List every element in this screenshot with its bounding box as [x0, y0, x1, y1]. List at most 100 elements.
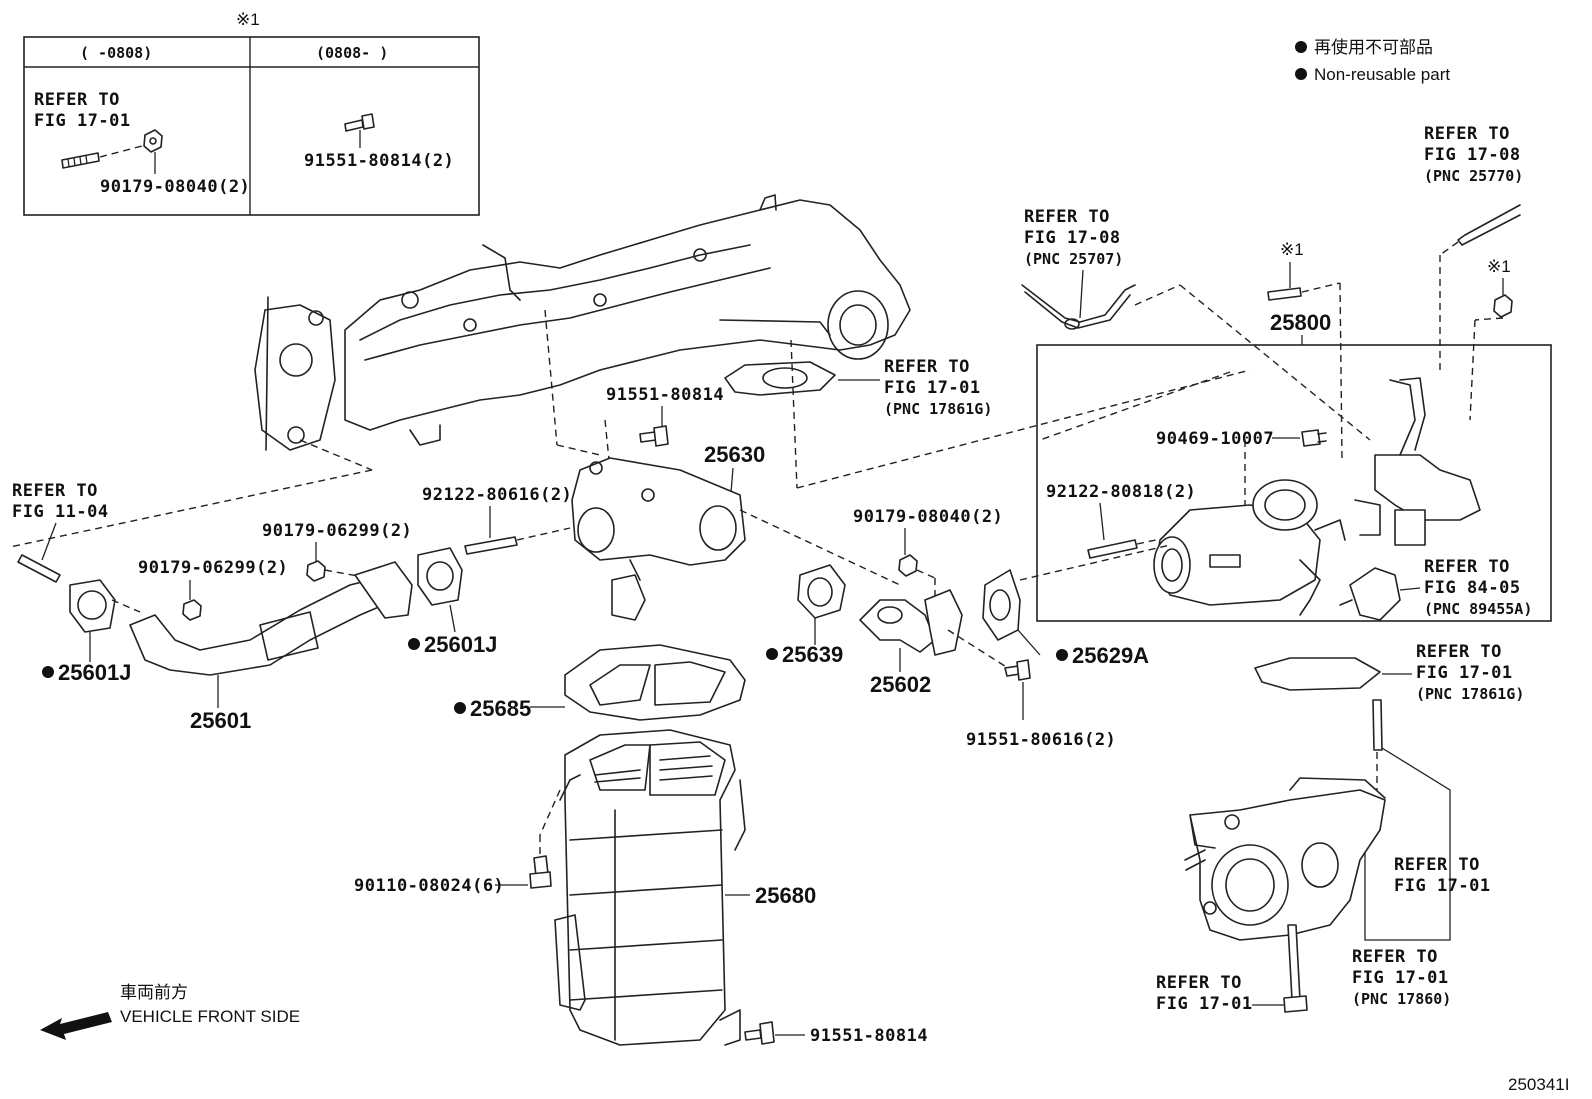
vehicle-front-indicator: 車両前方 VEHICLE FRONT SIDE [40, 983, 300, 1040]
egr-valve [1153, 479, 1346, 616]
gasket-icon [724, 361, 836, 396]
svg-text:FIG 17-01: FIG 17-01 [1352, 968, 1449, 988]
bolt-91551-80814-b [744, 1021, 775, 1045]
svg-text:REFER TO: REFER TO [884, 357, 970, 377]
mark-2: ※1 [1487, 257, 1511, 276]
svg-text:FIG 84-05: FIG 84-05 [1424, 578, 1521, 598]
inset-refer-line2: FIG 17-01 [34, 111, 131, 131]
egr-cooler-25680 [554, 729, 746, 1046]
hose-end [1457, 204, 1521, 246]
stud-icon [464, 536, 518, 555]
part-25685: 25685 [470, 696, 531, 721]
gasket-25601j-left [69, 579, 116, 633]
svg-text:FIG 17-01: FIG 17-01 [1416, 663, 1513, 683]
svg-text:REFER TO: REFER TO [1156, 973, 1242, 993]
nut-90179-06299-a: 90179-06299(2) [138, 558, 288, 621]
part-90110-08024: 90110-08024(6) [354, 876, 504, 896]
inset-col2-header: (0808- ) [316, 44, 388, 62]
svg-text:REFER TO: REFER TO [1416, 642, 1502, 662]
svg-text:(PNC 17861G): (PNC 17861G) [1416, 685, 1524, 703]
gasket-25685 [564, 644, 746, 721]
bolt-90110 [529, 855, 552, 889]
part-25800: 25800 [1270, 310, 1331, 335]
part-25602: 25602 [870, 672, 931, 697]
part-25601: 25601 [190, 708, 251, 733]
egr-bracket-sensor [1354, 377, 1481, 546]
tube-end [1021, 284, 1136, 323]
part-25601J-a: 25601J [58, 660, 131, 685]
intake-manifold [254, 194, 911, 451]
svg-text:90179-06299(2): 90179-06299(2) [262, 521, 412, 541]
inset-part-right: 91551-80814(2) [304, 151, 454, 171]
nut-90179-06299-b: 90179-06299(2) [262, 521, 412, 582]
svg-text:(PNC 89455A): (PNC 89455A) [1424, 600, 1532, 618]
egr-pipe-25602 [859, 589, 963, 656]
inset-mark: ※1 [236, 10, 260, 29]
stud-icon [1087, 539, 1138, 559]
gasket-icon [1254, 657, 1381, 691]
ref-fig-17-08-25770: REFER TO FIG 17-08 (PNC 25770) [1424, 124, 1523, 185]
svg-text:(PNC 17861G): (PNC 17861G) [884, 400, 992, 418]
egr-bypass-valve [571, 457, 746, 621]
ref-fig-11-04: REFER TO FIG 11-04 [12, 481, 109, 522]
svg-text:FIG 11-04: FIG 11-04 [12, 502, 109, 522]
ref-fig-17-01-17860: REFER TO FIG 17-01 (PNC 17860) [1352, 947, 1451, 1008]
non-reusable-dot-icon [42, 666, 54, 678]
connector-icon [1301, 429, 1327, 447]
non-reusable-dot-icon [408, 638, 420, 650]
svg-text:FIG 17-01: FIG 17-01 [1156, 994, 1253, 1014]
svg-text:REFER TO: REFER TO [1024, 207, 1110, 227]
throttle-body [1184, 777, 1386, 941]
stud-icon [17, 554, 61, 583]
egr-pipe-25601 [129, 561, 413, 676]
legend-en: Non-reusable part [1314, 65, 1450, 84]
svg-text:(PNC 25770): (PNC 25770) [1424, 167, 1523, 185]
part-25680: 25680 [755, 883, 816, 908]
gasket-25639 [797, 564, 846, 619]
part-91551-80814-b: 91551-80814 [810, 1026, 928, 1046]
part-90469-10007: 90469-10007 [1156, 429, 1274, 449]
bolt-icon [344, 113, 375, 132]
svg-text:90179-06299(2): 90179-06299(2) [138, 558, 288, 578]
mark-1: ※1 [1280, 240, 1304, 259]
stud-vertical [1372, 699, 1383, 751]
part-25601J-b: 25601J [424, 632, 497, 657]
non-reusable-dot-icon [766, 648, 778, 660]
svg-text:(PNC 17860): (PNC 17860) [1352, 990, 1451, 1008]
sensor-icon [1339, 567, 1401, 621]
part-91551-80814-a: 91551-80814 [606, 385, 724, 405]
part-92122-80616: 92122-80616(2) [422, 485, 572, 505]
diagram-code: 250341I [1508, 1075, 1569, 1094]
stud-icon [1267, 287, 1302, 301]
inset-col1-header: ( -0808) [80, 44, 152, 62]
svg-text:REFER TO: REFER TO [1394, 855, 1480, 875]
part-25630: 25630 [704, 442, 765, 467]
legend-jp: 再使用不可部品 [1314, 37, 1433, 57]
svg-text:90179-08040(2): 90179-08040(2) [853, 507, 1003, 527]
svg-text:FIG 17-08: FIG 17-08 [1424, 145, 1521, 165]
svg-text:REFER TO: REFER TO [1424, 557, 1510, 577]
inset-part-left: 90179-08040(2) [100, 177, 250, 197]
svg-text:REFER TO: REFER TO [1352, 947, 1438, 967]
legend-dot-icon [1295, 68, 1307, 80]
part-25629A: 25629A [1072, 643, 1149, 668]
part-91551-80814-group: 91551-80814 [606, 385, 724, 447]
ref-fig-17-01-17861G-b: REFER TO FIG 17-01 (PNC 17861G) [1416, 642, 1524, 703]
gasket-25629a [982, 569, 1021, 641]
svg-text:FIG 17-01: FIG 17-01 [1394, 876, 1491, 896]
inset-refer-line1: REFER TO [34, 90, 120, 110]
svg-text:REFER TO: REFER TO [1424, 124, 1510, 144]
long-bolt [1283, 924, 1308, 1013]
non-reusable-dot-icon [454, 702, 466, 714]
bolt-91551-80616: 91551-80616(2) [966, 659, 1116, 750]
part-91551-80616: 91551-80616(2) [966, 730, 1116, 750]
svg-text:FIG 17-01: FIG 17-01 [884, 378, 981, 398]
part-92122-80818: 92122-80818(2) [1046, 482, 1196, 502]
non-reusable-dot-icon [1056, 649, 1068, 661]
legend-dot-icon [1295, 41, 1307, 53]
gasket-25601j-right [417, 547, 463, 606]
svg-text:FIG 17-08: FIG 17-08 [1024, 228, 1121, 248]
egr-valve-assembly-box: 25800 ※1 ※1 90469-10007 92122-80818(2) [1036, 240, 1552, 622]
stud-icon [61, 152, 100, 169]
